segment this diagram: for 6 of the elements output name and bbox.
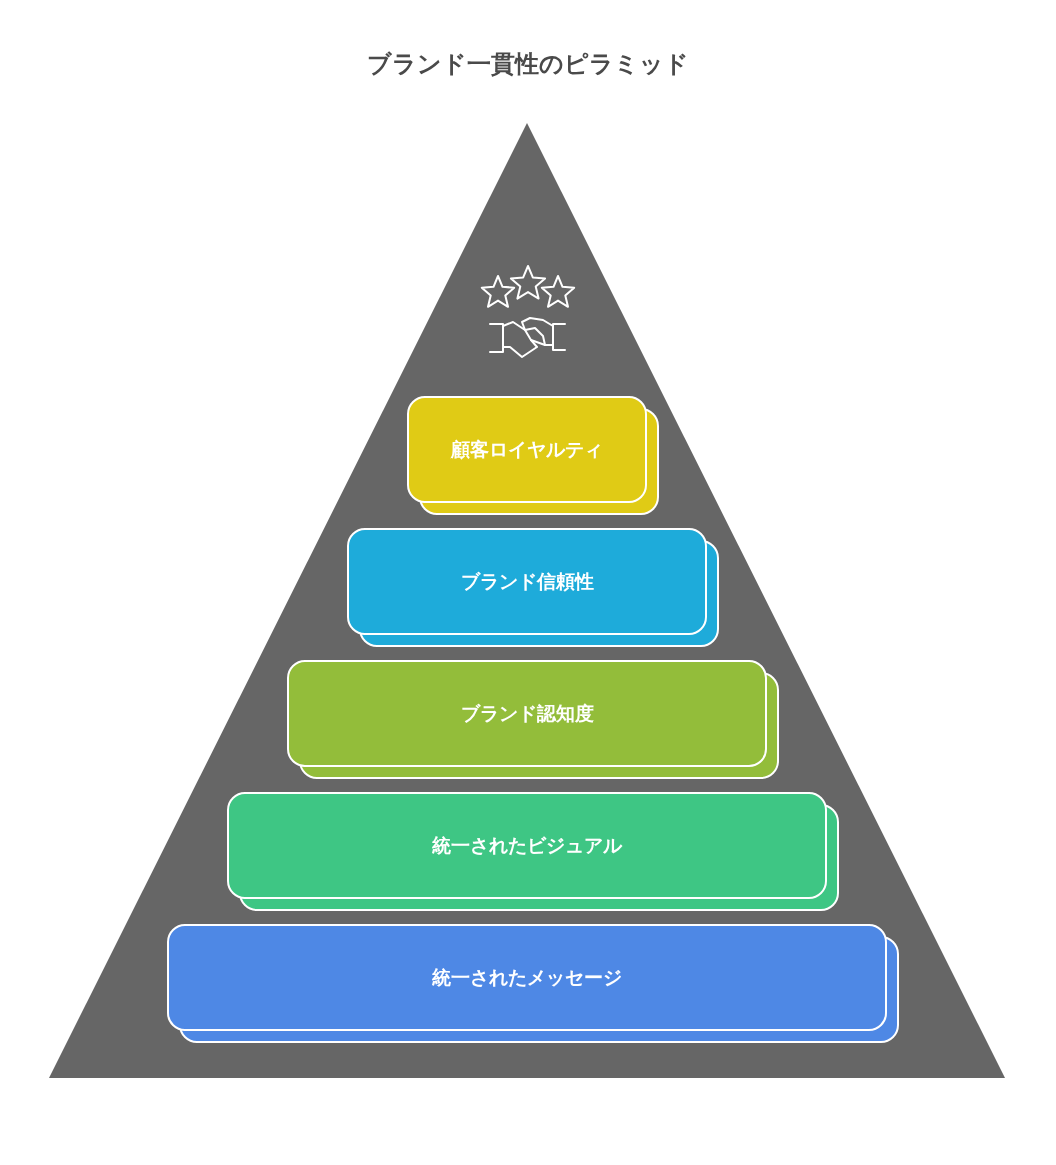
layer-label: ブランド信頼性 <box>460 568 594 594</box>
layer-label: 統一されたメッセージ <box>432 964 622 990</box>
layer-label: ブランド認知度 <box>460 700 594 726</box>
title: ブランド一貫性のピラミッド <box>367 50 689 78</box>
layer-label: 顧客ロイヤルティ <box>451 436 603 462</box>
layer-label: 統一されたビジュアル <box>432 832 622 858</box>
